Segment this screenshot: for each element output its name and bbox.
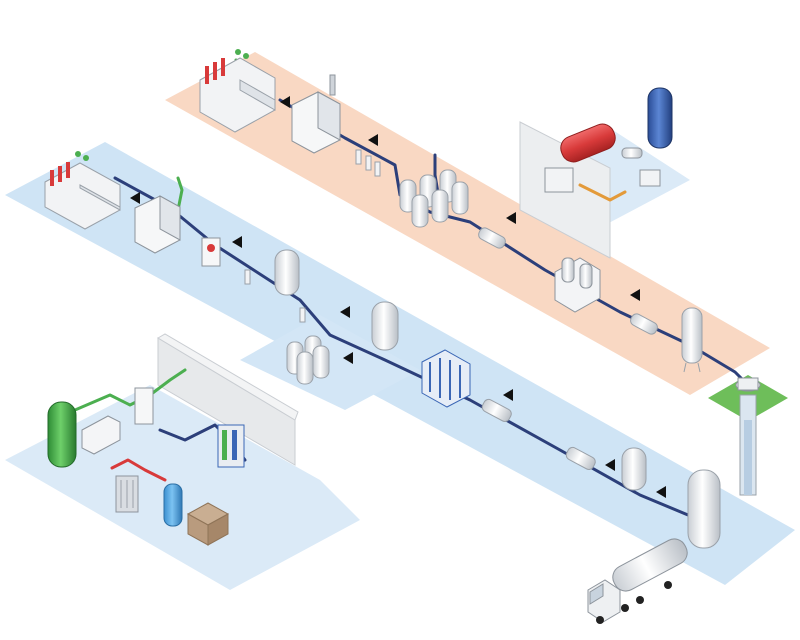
zone-blue-connector bbox=[240, 315, 420, 410]
crate-icon bbox=[186, 502, 230, 546]
storage-tank-icon bbox=[399, 169, 469, 228]
wellhead-icon bbox=[735, 377, 761, 496]
storage-tank-icon bbox=[371, 301, 399, 351]
flow-arrow-icon bbox=[343, 352, 353, 364]
filter-icon bbox=[565, 446, 596, 470]
compressor-icon bbox=[201, 237, 221, 267]
compressor-icon bbox=[115, 475, 139, 513]
upper-line-equipment bbox=[199, 49, 703, 373]
storage-tank-icon bbox=[621, 447, 647, 491]
storage-tank-icon bbox=[286, 335, 330, 385]
pipe-lower-red bbox=[110, 458, 167, 482]
manifold-icon bbox=[217, 424, 245, 468]
filter-icon bbox=[478, 227, 506, 249]
manifold-icon bbox=[544, 147, 661, 193]
wall-lower-left-top bbox=[157, 333, 299, 421]
lower-left-equipment bbox=[47, 387, 245, 546]
flow-arrow-icon bbox=[368, 134, 378, 146]
flow-arrow-icon bbox=[503, 389, 513, 401]
flow-arrow-icon bbox=[630, 289, 640, 301]
manifold-icon bbox=[44, 151, 121, 230]
filter-icon bbox=[421, 349, 471, 408]
tanker-truck-icon bbox=[587, 538, 688, 624]
flow-arrow-icon bbox=[340, 306, 350, 318]
inset-storage bbox=[544, 87, 673, 193]
manifold-icon bbox=[134, 387, 154, 425]
flow-arrow-icon bbox=[506, 212, 516, 224]
storage-tank-icon bbox=[274, 249, 300, 296]
flow-arrow-icon bbox=[130, 192, 140, 204]
dryer-icon bbox=[291, 74, 341, 154]
pipe-middle-green bbox=[176, 176, 184, 212]
storage-tank-icon bbox=[560, 123, 616, 163]
flow-arrow-icon bbox=[280, 96, 290, 108]
pipe-upper-main bbox=[278, 98, 750, 387]
flow-arrows bbox=[130, 96, 666, 498]
storage-tank-icon bbox=[681, 307, 703, 373]
filter-icon bbox=[355, 149, 381, 177]
manifold-icon bbox=[199, 49, 276, 133]
storage-tank-icon bbox=[47, 401, 77, 468]
flow-arrow-icon bbox=[656, 486, 666, 498]
pipe-inset-orange bbox=[578, 183, 627, 202]
dryer-icon bbox=[134, 195, 181, 254]
pipe-middle-main bbox=[113, 176, 702, 522]
compressor-icon bbox=[554, 257, 601, 313]
storage-tank-icon bbox=[163, 483, 183, 527]
storage-tank-icon bbox=[647, 87, 673, 149]
middle-line-equipment bbox=[44, 151, 721, 549]
dryer-icon bbox=[81, 415, 121, 455]
filter-icon bbox=[481, 398, 512, 422]
filter-icon bbox=[244, 269, 306, 323]
storage-tank-icon bbox=[687, 469, 721, 549]
flow-arrow-icon bbox=[605, 459, 615, 471]
filter-icon bbox=[630, 313, 658, 335]
flow-arrow-icon bbox=[232, 236, 242, 248]
